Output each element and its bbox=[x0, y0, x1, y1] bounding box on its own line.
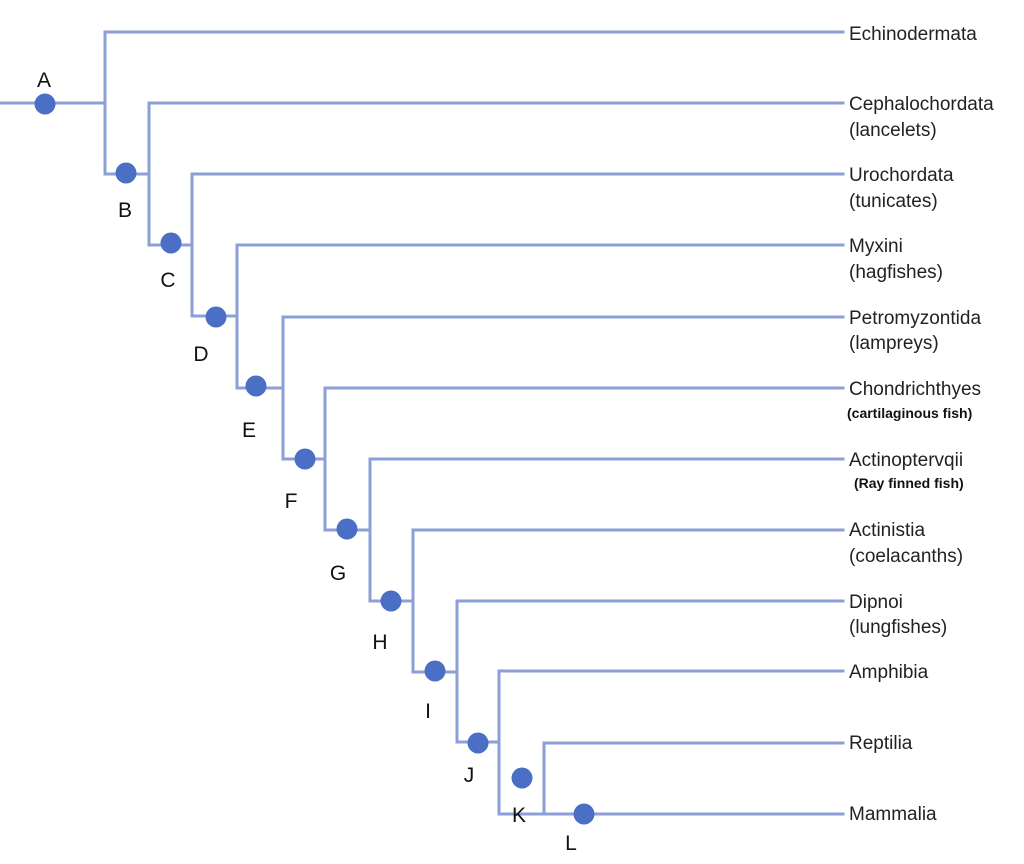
node-marker-g bbox=[336, 518, 358, 540]
branch-lines bbox=[0, 30, 845, 816]
node-label-c: C bbox=[160, 269, 175, 292]
taxon-chondrichthyes: Chondrichthyes bbox=[849, 379, 981, 400]
taxon-chondrichthyes-common: (cartilaginous fish) bbox=[847, 405, 972, 421]
node-label-i: I bbox=[425, 700, 431, 723]
taxon-actinistia-common: (coelacanths) bbox=[849, 546, 963, 567]
taxon-amphibia: Amphibia bbox=[849, 662, 929, 683]
node-marker-i bbox=[424, 660, 446, 682]
taxon-reptilia: Reptilia bbox=[849, 733, 913, 754]
taxon-petromyzontida-common: (lampreys) bbox=[849, 333, 939, 354]
node-label-g: G bbox=[330, 562, 346, 585]
node-marker-a bbox=[34, 93, 56, 115]
taxon-petromyzontida: Petromyzontida bbox=[849, 308, 981, 329]
node-markers bbox=[34, 93, 595, 825]
taxon-cephalochordata-common: (lancelets) bbox=[849, 120, 937, 141]
node-marker-e bbox=[245, 375, 267, 397]
taxon-mammalia: Mammalia bbox=[849, 804, 937, 825]
node-marker-l bbox=[573, 803, 595, 825]
taxon-urochordata: Urochordata bbox=[849, 165, 954, 186]
taxon-cephalochordata: Cephalochordata bbox=[849, 94, 994, 115]
node-label-b: B bbox=[118, 199, 132, 222]
node-label-h: H bbox=[372, 631, 387, 654]
taxon-dipnoi: Dipnoi bbox=[849, 592, 903, 613]
node-marker-j bbox=[467, 732, 489, 754]
node-marker-b bbox=[115, 162, 137, 184]
node-label-k: K bbox=[512, 804, 526, 827]
node-label-d: D bbox=[193, 343, 208, 366]
node-label-a: A bbox=[37, 69, 51, 92]
node-label-j: J bbox=[464, 764, 475, 787]
taxon-actinistia: Actinistia bbox=[849, 520, 925, 541]
taxon-myxini-common: (hagfishes) bbox=[849, 262, 943, 283]
node-label-f: F bbox=[285, 490, 298, 513]
node-label-l: L bbox=[565, 832, 577, 855]
node-marker-f bbox=[294, 448, 316, 470]
taxon-actinoptervqii: Actinoptervqii bbox=[849, 450, 963, 471]
taxon-myxini: Myxini bbox=[849, 236, 903, 257]
taxon-dipnoi-common: (lungfishes) bbox=[849, 617, 947, 638]
node-marker-d bbox=[205, 306, 227, 328]
node-marker-c bbox=[160, 232, 182, 254]
node-marker-h bbox=[380, 590, 402, 612]
taxon-echinodermata: Echinodermata bbox=[849, 24, 977, 45]
node-label-e: E bbox=[242, 419, 256, 442]
taxon-actinoptervqii-common: (Ray finned fish) bbox=[854, 475, 964, 491]
node-marker-k bbox=[511, 767, 533, 789]
taxon-urochordata-common: (tunicates) bbox=[849, 191, 938, 212]
